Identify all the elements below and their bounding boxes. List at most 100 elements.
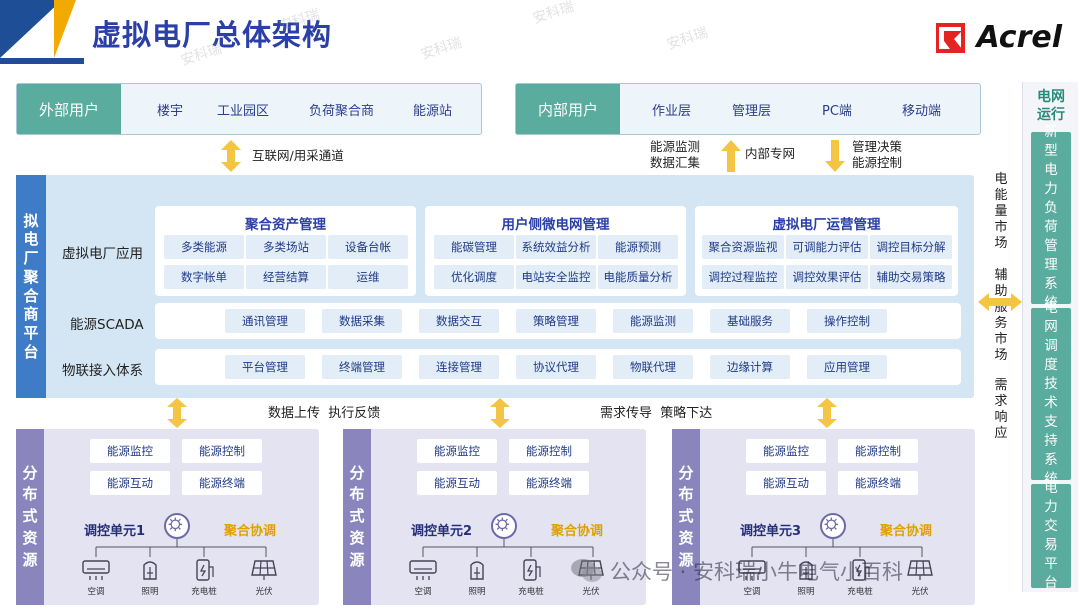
external-link-label: 互联网/用采通道	[252, 148, 344, 163]
iot-access-label: 物联接入体系	[62, 363, 143, 379]
device-label: 光伏	[255, 587, 273, 597]
module-cell: 优化调度	[434, 265, 514, 289]
platform-label: 拟电厂聚合商平台	[16, 175, 46, 398]
device-label: 空调	[414, 587, 432, 597]
device-label: 照明	[141, 587, 159, 597]
module-cell: 基础服务	[710, 309, 790, 333]
solar-panel-icon	[907, 560, 933, 580]
module-cell: 终端管理	[322, 355, 402, 379]
control-unit-label: 调控单元1	[84, 524, 146, 539]
module-cell: 能碳管理	[434, 235, 514, 259]
internal-users-bar: 内部用户 作业层 管理层 PC端 移动端	[515, 83, 981, 135]
double-arrow-icon	[817, 398, 837, 428]
control-hub-icon	[491, 513, 517, 539]
device-label: 充电桩	[847, 587, 873, 597]
charging-pile-icon	[852, 559, 870, 581]
device-connector-lines	[422, 539, 594, 557]
resource-cell: 能源互动	[417, 471, 497, 495]
module-cell: 电能质量分析	[598, 265, 678, 289]
distributed-resource-label: 分布式资源	[16, 429, 44, 605]
horizontal-double-arrow-icon	[978, 293, 1022, 311]
device-label: 照明	[797, 587, 815, 597]
resource-cell: 能源监控	[90, 439, 170, 463]
panel-title: 用户侧微电网管理	[501, 217, 610, 233]
energy-market-label: 电能量市场	[994, 172, 1008, 251]
device-label: 空调	[87, 587, 105, 597]
external-users-label: 外部用户	[17, 84, 121, 134]
resource-cell: 能源终端	[838, 471, 918, 495]
lighting-icon	[143, 561, 157, 580]
external-users-bar: 外部用户 楼宇 工业园区 负荷聚合商 能源站	[16, 83, 482, 135]
external-user-item: 楼宇	[157, 104, 184, 119]
logo-text: Acrel	[976, 20, 1062, 55]
device-connector-lines	[95, 539, 267, 557]
air-conditioner-icon	[82, 560, 110, 580]
resource-cell: 能源互动	[90, 471, 170, 495]
corner-decoration-bar	[0, 58, 84, 64]
module-cell: 边缘计算	[710, 355, 790, 379]
module-cell: 通讯管理	[225, 309, 305, 333]
module-cell: 数字帐单	[164, 265, 244, 289]
power-trading-platform: 电力交易平台	[1031, 480, 1071, 591]
scada-strip: 通讯管理 数据采集 数据交互 策略管理 能源监测 基础服务 操作控制	[155, 303, 961, 339]
aggregation-coordination-label: 聚合协调	[224, 524, 277, 539]
external-user-item: 负荷聚合商	[309, 104, 375, 119]
load-management-system: 新型电力负荷管理系统	[1031, 124, 1071, 311]
corner-decoration-navy	[0, 0, 62, 58]
air-conditioner-icon	[409, 560, 437, 580]
module-cell: 数据交互	[419, 309, 499, 333]
module-cell: 物联代理	[613, 355, 693, 379]
device-label: 空调	[743, 587, 761, 597]
page-title: 虚拟电厂总体架构	[92, 18, 333, 52]
lighting-icon	[799, 561, 813, 580]
device-connector-lines	[751, 539, 923, 557]
internal-user-item: 管理层	[732, 104, 772, 119]
up-arrow-icon	[721, 140, 741, 172]
module-cell: 可调能力评估	[786, 235, 868, 259]
demand-transmission-label: 需求传导 策略下达	[600, 406, 713, 421]
module-cell: 调控目标分解	[870, 235, 952, 259]
module-cell: 连接管理	[419, 355, 499, 379]
module-cell: 能源监测	[613, 309, 693, 333]
module-cell: 聚合资源监视	[702, 235, 784, 259]
device-label: 光伏	[911, 587, 929, 597]
distributed-resource-label: 分布式资源	[343, 429, 371, 605]
resource-cell: 能源监控	[417, 439, 497, 463]
air-conditioner-icon	[738, 560, 766, 580]
acrel-logo: Acrel	[936, 20, 1062, 55]
internal-user-item: 移动端	[902, 104, 942, 119]
data-upload-label: 数据上传 执行反馈	[268, 406, 381, 421]
scada-label: 能源SCADA	[70, 317, 144, 333]
device-label: 充电桩	[518, 587, 544, 597]
module-cell: 调控效果评估	[786, 265, 868, 289]
charging-pile-icon	[196, 559, 214, 581]
module-cell: 辅助交易策略	[870, 265, 952, 289]
acrel-logo-mark-icon	[936, 22, 966, 53]
demand-response-label: 需求响应	[994, 378, 1008, 441]
device-label: 光伏	[582, 587, 600, 597]
iot-strip: 平台管理 终端管理 连接管理 协议代理 物联代理 边缘计算 应用管理	[155, 349, 961, 385]
aggregation-coordination-label: 聚合协调	[880, 524, 933, 539]
resource-cell: 能源互动	[746, 471, 826, 495]
module-cell: 运维	[328, 265, 408, 289]
panel-title: 虚拟电厂运营管理	[772, 217, 881, 233]
module-cell: 设备台帐	[328, 235, 408, 259]
resource-cell: 能源终端	[509, 471, 589, 495]
distributed-resource-label: 分布式资源	[672, 429, 700, 605]
module-cell: 数据采集	[322, 309, 402, 333]
corner-decoration-gold	[54, 0, 76, 58]
solar-panel-icon	[251, 560, 277, 580]
resource-cell: 能源控制	[838, 439, 918, 463]
aggregation-coordination-label: 聚合协调	[551, 524, 604, 539]
vpp-operation-panel: 虚拟电厂运营管理 聚合资源监视 可调能力评估 调控目标分解 调控过程监控 调控效…	[695, 206, 958, 296]
wechat-icon	[571, 559, 602, 582]
control-unit-label: 调控单元3	[740, 524, 802, 539]
internal-user-item: 作业层	[652, 104, 692, 119]
module-cell: 应用管理	[807, 355, 887, 379]
aggregator-platform: 拟电厂聚合商平台 虚拟电厂应用 聚合资产管理 多类能源 多类场站 设备台帐 数字…	[16, 175, 974, 398]
device-label: 充电桩	[191, 587, 217, 597]
charging-pile-icon	[523, 559, 541, 581]
control-hub-icon	[164, 513, 190, 539]
module-cell: 协议代理	[516, 355, 596, 379]
down-arrow-icon	[825, 140, 845, 172]
